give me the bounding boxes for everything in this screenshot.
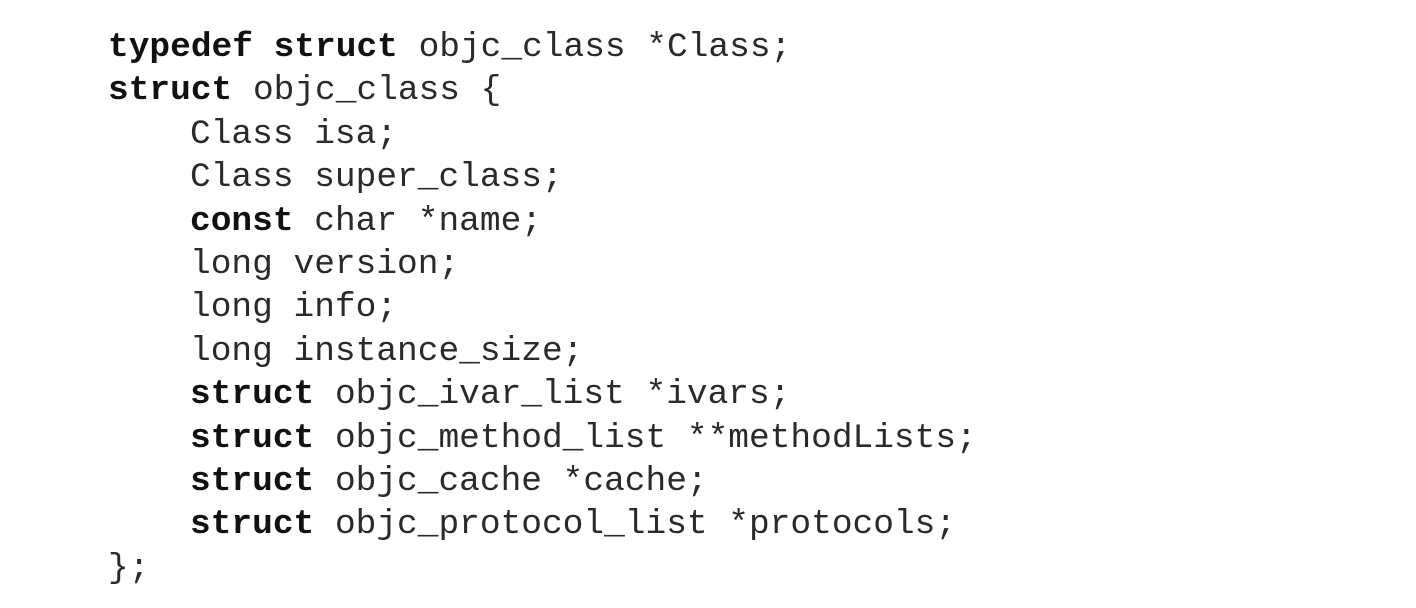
code-line: struct objc_class { — [108, 69, 977, 112]
code-line: long info; — [108, 286, 977, 329]
code-line: }; — [108, 547, 977, 590]
code-text: objc_cache *cache; — [314, 461, 708, 501]
code-line: typedef struct objc_class *Class; — [108, 26, 977, 69]
code-text: objc_method_list **methodLists; — [314, 418, 977, 458]
code-text: long info; — [190, 288, 398, 328]
code-line: Class isa; — [108, 113, 977, 156]
code-text: Class isa; — [190, 114, 398, 154]
code-text: long version; — [190, 244, 460, 284]
code-text: objc_class { — [232, 71, 502, 111]
code-text: Class super_class; — [190, 158, 563, 198]
code-text: objc_ivar_list *ivars; — [314, 375, 791, 415]
code-line: Class super_class; — [108, 156, 977, 199]
code-text: long instance_size; — [190, 331, 584, 371]
code-keyword: struct — [190, 505, 315, 545]
code-text: objc_protocol_list *protocols; — [314, 505, 957, 545]
code-keyword: struct — [190, 375, 315, 415]
code-line: struct objc_ivar_list *ivars; — [108, 373, 977, 416]
code-text: objc_class *Class; — [397, 28, 792, 67]
code-line: struct objc_cache *cache; — [108, 460, 977, 503]
code-line: long instance_size; — [108, 330, 977, 373]
code-line: const char *name; — [108, 200, 977, 243]
code-keyword: typedef struct — [108, 28, 398, 67]
code-text: char *name; — [293, 201, 542, 241]
code-keyword: struct — [108, 71, 233, 111]
code-block: typedef struct objc_class *Class;struct … — [108, 26, 977, 590]
code-keyword: const — [190, 201, 294, 241]
code-line: struct objc_method_list **methodLists; — [108, 417, 977, 460]
code-keyword: struct — [190, 418, 315, 458]
code-text: }; — [108, 548, 150, 588]
code-line: struct objc_protocol_list *protocols; — [108, 503, 977, 546]
code-keyword: struct — [190, 461, 315, 501]
code-line: long version; — [108, 243, 977, 286]
